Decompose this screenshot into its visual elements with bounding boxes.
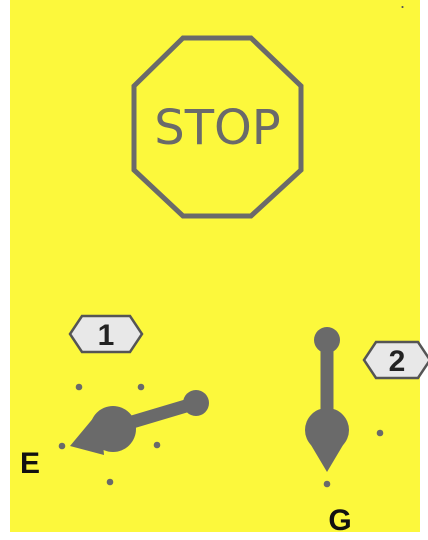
- position-dot: [75, 383, 83, 391]
- switch-1-badge: 1: [68, 314, 144, 354]
- switch-2-badge: 2: [362, 340, 428, 380]
- switch-2-number: 2: [389, 345, 406, 378]
- switch-2-position-label: G: [328, 504, 351, 537]
- cropped-text-fragment: .: [400, 0, 405, 12]
- rotary-switch-icon[interactable]: [305, 327, 349, 472]
- switch-1[interactable]: 1 E: [20, 314, 209, 486]
- hexagon-badge-icon: [362, 340, 428, 380]
- hexagon-badge-icon: [68, 314, 144, 354]
- switch-1-position-label: E: [20, 447, 40, 480]
- position-dot: [153, 441, 161, 449]
- octagon-icon: [131, 35, 304, 219]
- position-dot: [137, 383, 145, 391]
- stop-sign: STOP: [131, 35, 304, 219]
- rotary-switch-icon[interactable]: [70, 390, 209, 455]
- position-dot: [58, 442, 66, 450]
- position-dot: [106, 478, 114, 486]
- switch-2[interactable]: 2 G: [305, 327, 428, 537]
- position-dot: [376, 429, 384, 437]
- switch-1-number: 1: [98, 319, 115, 352]
- position-dot: [323, 480, 331, 488]
- stop-sign-text: STOP: [154, 100, 281, 156]
